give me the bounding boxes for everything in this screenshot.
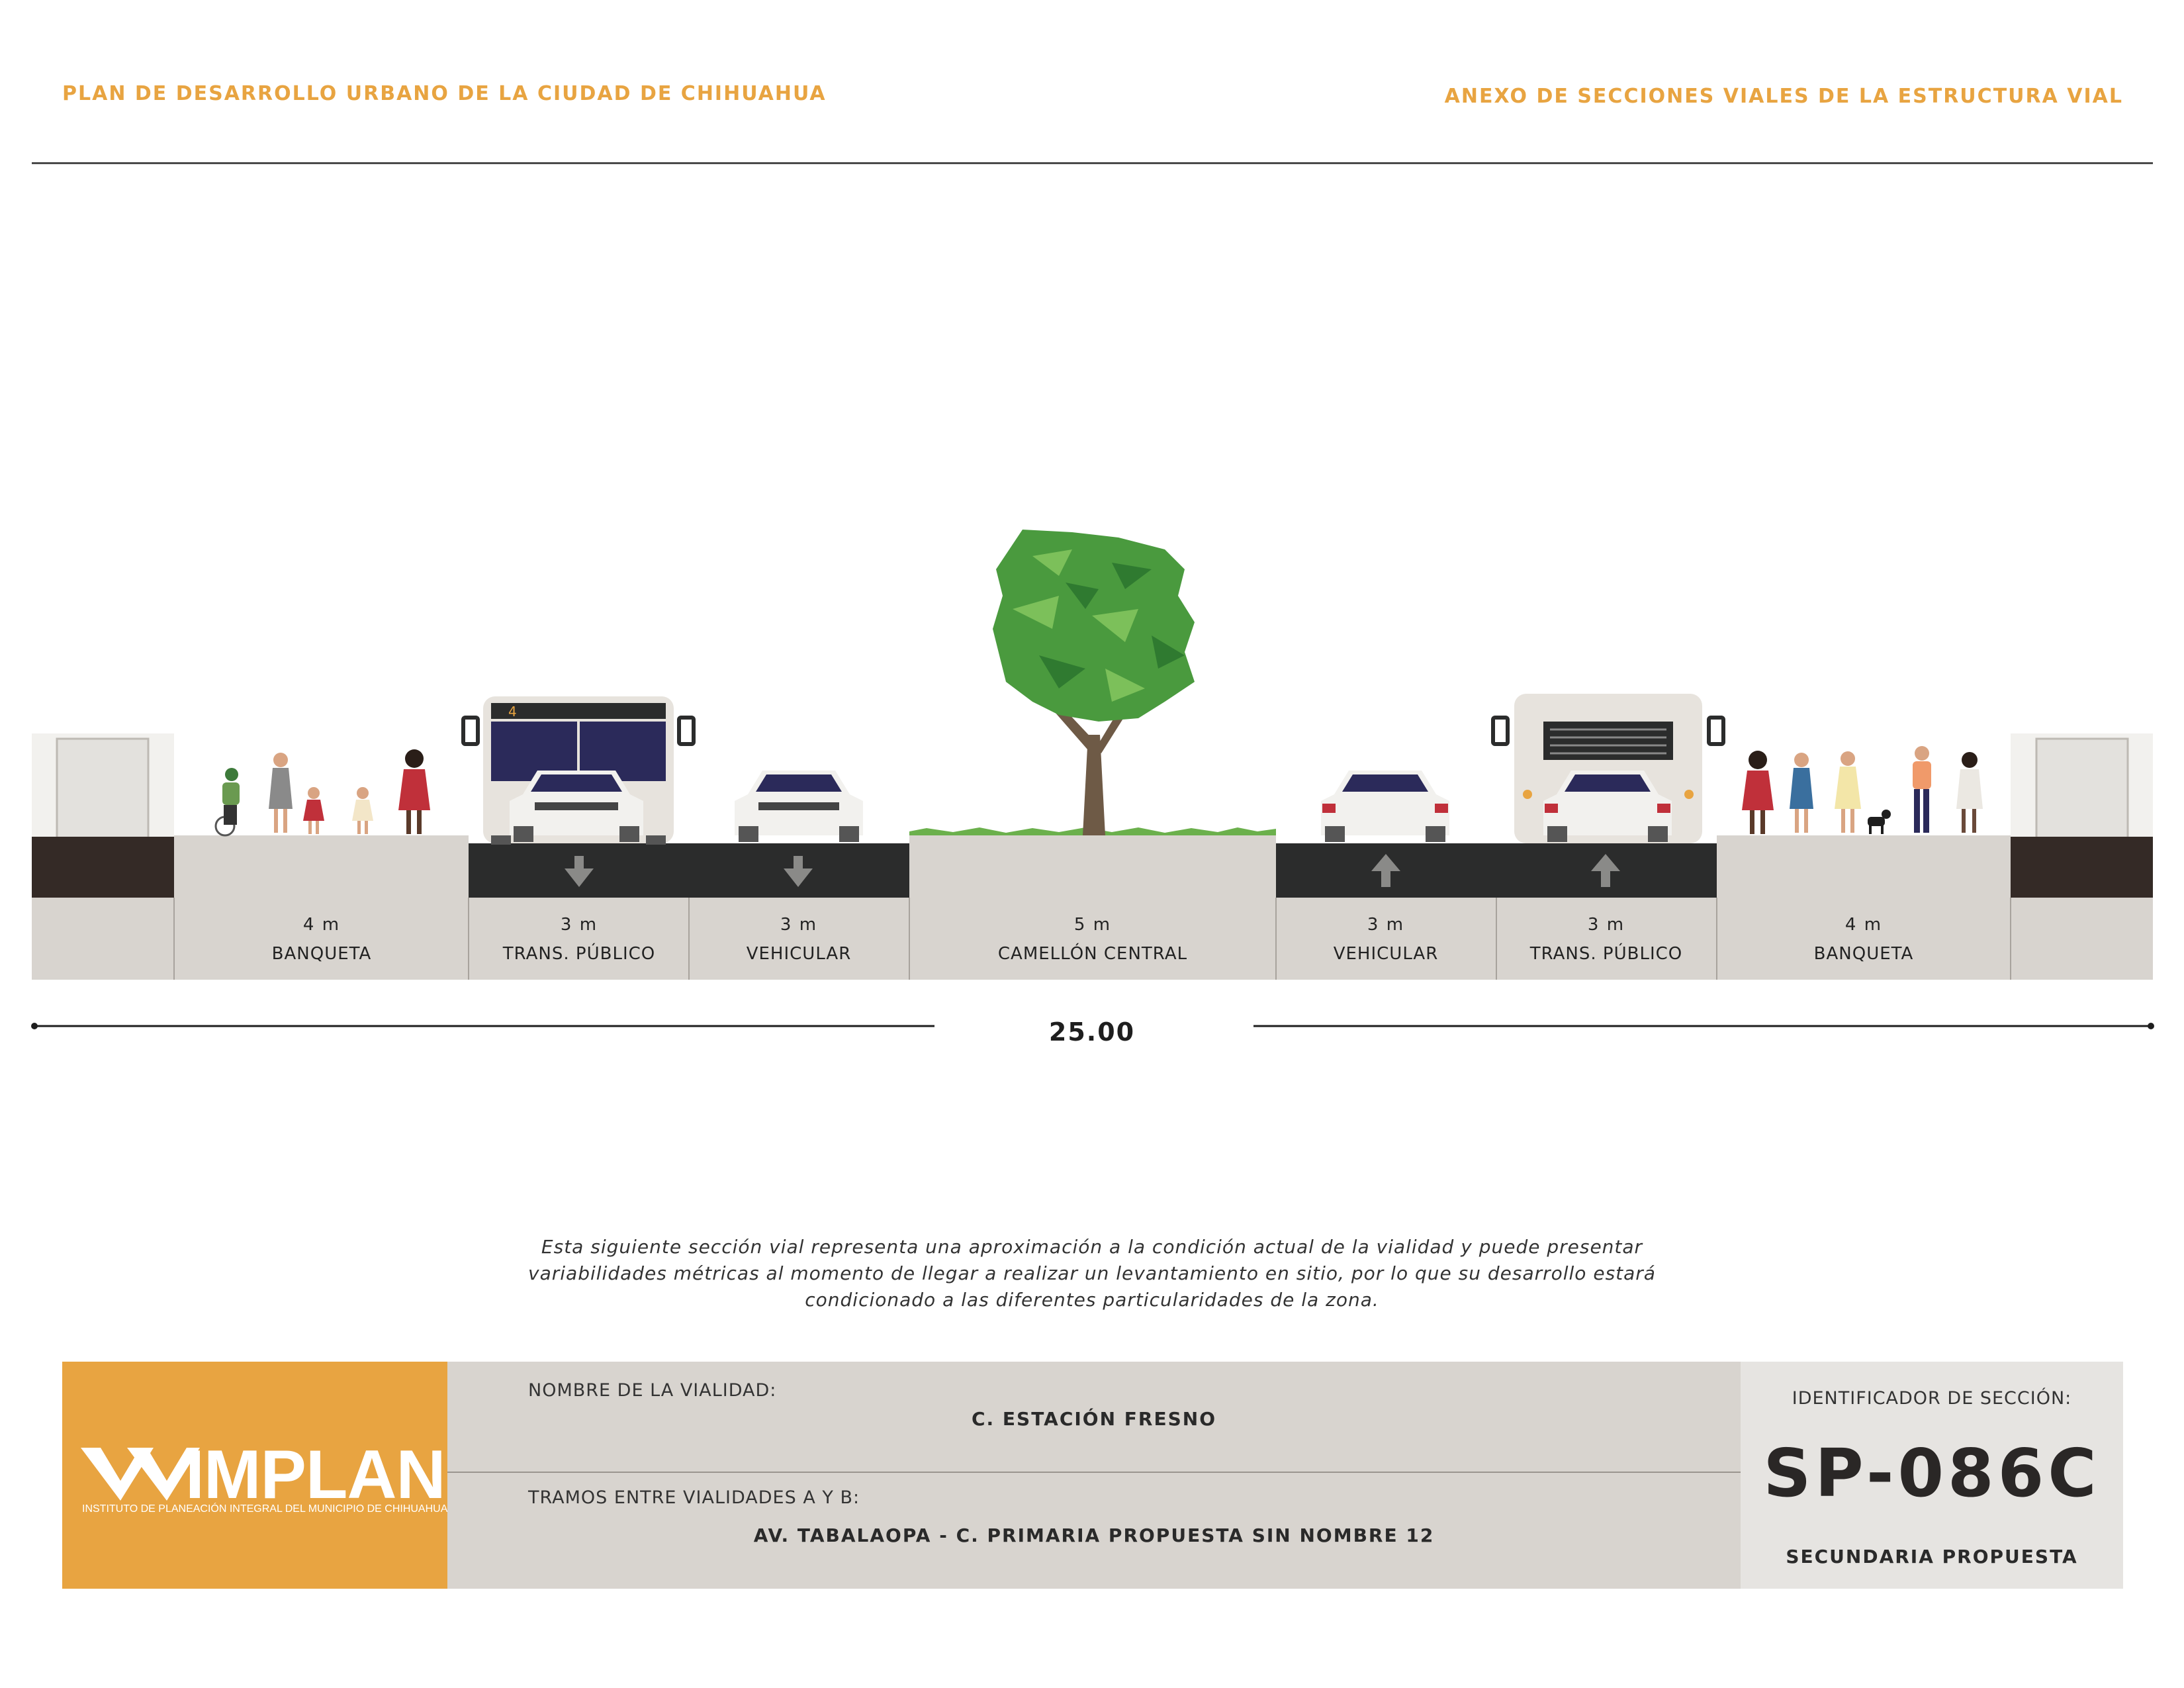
road-classification: SECUNDARIA PROPUESTA: [1786, 1546, 2078, 1568]
segment-width: 4 m: [303, 915, 340, 935]
pedestrian-icon: [269, 753, 293, 833]
header-left-title: PLAN DE DESARROLLO URBANO DE LA CIUDAD D…: [62, 82, 827, 105]
stretch-value: AV. TABALAOPA - C. PRIMARIA PROPUESTA SI…: [753, 1524, 1435, 1546]
segment-name: TRANS. PÚBLICO: [1529, 943, 1682, 964]
bus-route-sign: 4: [508, 704, 517, 720]
arrow-down-icon: [784, 856, 813, 887]
pedestrian-icon: [352, 787, 373, 834]
segment-name: VEHICULAR: [747, 944, 852, 964]
lane-right: [1276, 843, 1717, 898]
segment-width: 5 m: [1074, 915, 1111, 935]
segment-labels: 4 m BANQUETA 3 m TRANS. PÚBLICO 3 m VEHI…: [272, 915, 1914, 964]
implan-logo: IMPLAN INSTITUTO DE PLANEACIÓN INTEGRAL …: [62, 1362, 447, 1589]
dog-icon: [1868, 810, 1891, 834]
lane-left: [469, 843, 909, 898]
cyclist-icon: [214, 768, 240, 837]
title-block: IMPLAN INSTITUTO DE PLANEACIÓN INTEGRAL …: [62, 1362, 2123, 1589]
segment-name: BANQUETA: [272, 944, 372, 964]
pedestrian-icon: [1742, 751, 1774, 834]
sidewalk-right: [1717, 835, 2011, 980]
pedestrian-icon: [1913, 746, 1931, 833]
car-icon: [1321, 771, 1449, 842]
segment-width: 3 m: [561, 915, 598, 935]
total-dimension-line: [31, 1023, 2154, 1029]
building-icon: [2011, 733, 2153, 980]
arrow-down-icon: [565, 856, 594, 887]
stretch-label: TRAMOS ENTRE VIALIDADES A Y B:: [528, 1487, 860, 1508]
median: [909, 835, 1276, 980]
car-icon: [1543, 771, 1672, 842]
road-name: C. ESTACIÓN FRESNO: [972, 1408, 1216, 1430]
disclaimer: Esta siguiente sección vial representa u…: [503, 1234, 1681, 1313]
section-id-label: IDENTIFICADOR DE SECCIÓN:: [1792, 1388, 2072, 1409]
segment-dividers: [173, 898, 2011, 980]
header-right-title: ANEXO DE SECCIONES VIALES DE LA ESTRUCTU…: [1444, 85, 2123, 108]
segment-name: BANQUETA: [1814, 944, 1914, 964]
tree-icon: [993, 530, 1195, 835]
road-name-label: NOMBRE DE LA VIALIDAD:: [528, 1380, 777, 1401]
total-width-label: 25.00: [1048, 1017, 1136, 1047]
info-divider: [447, 1472, 1741, 1473]
pedestrian-icon: [398, 749, 430, 834]
section-id-panel: IDENTIFICADOR DE SECCIÓN: SP-086C SECUND…: [1741, 1362, 2123, 1589]
segment-width: 3 m: [780, 915, 817, 935]
disclaimer-line: Esta siguiente sección vial representa u…: [541, 1236, 1643, 1258]
segment-width: 3 m: [1367, 915, 1404, 935]
car-icon: [735, 771, 863, 842]
sidewalk-left: [174, 835, 469, 980]
car-icon: [510, 771, 643, 842]
arrow-up-icon: [1371, 854, 1400, 887]
disclaimer-line: condicionado a las diferentes particular…: [805, 1289, 1379, 1311]
road-section-diagram: 4 m BANQUETA 3 m TRANS. PÚBLICO 3 m VEHI…: [31, 530, 2154, 1029]
building-icon: [32, 733, 174, 980]
pedestrian-icon: [303, 787, 324, 834]
logo-subtitle: INSTITUTO DE PLANEACIÓN INTEGRAL DEL MUN…: [82, 1503, 448, 1515]
logo-wordmark: IMPLAN: [185, 1436, 446, 1513]
header-divider: [32, 162, 2153, 164]
section-id-code: SP-086C: [1763, 1434, 2101, 1512]
segment-width: 4 m: [1845, 915, 1882, 935]
arrow-up-icon: [1591, 854, 1620, 887]
pedestrian-icon: [1790, 753, 1813, 833]
disclaimer-line: variabilidades métricas al momento de ll…: [528, 1262, 1656, 1284]
segment-name: TRANS. PÚBLICO: [502, 943, 655, 964]
segment-name: CAMELLÓN CENTRAL: [998, 943, 1187, 964]
implan-logo-mark-icon: [81, 1448, 200, 1501]
pedestrian-icon: [1835, 751, 1861, 833]
road-info-panel: NOMBRE DE LA VIALIDAD: C. ESTACIÓN FRESN…: [447, 1362, 1741, 1589]
pedestrian-icon: [1956, 752, 1983, 833]
segment-name: VEHICULAR: [1334, 944, 1439, 964]
segment-width: 3 m: [1588, 915, 1625, 935]
